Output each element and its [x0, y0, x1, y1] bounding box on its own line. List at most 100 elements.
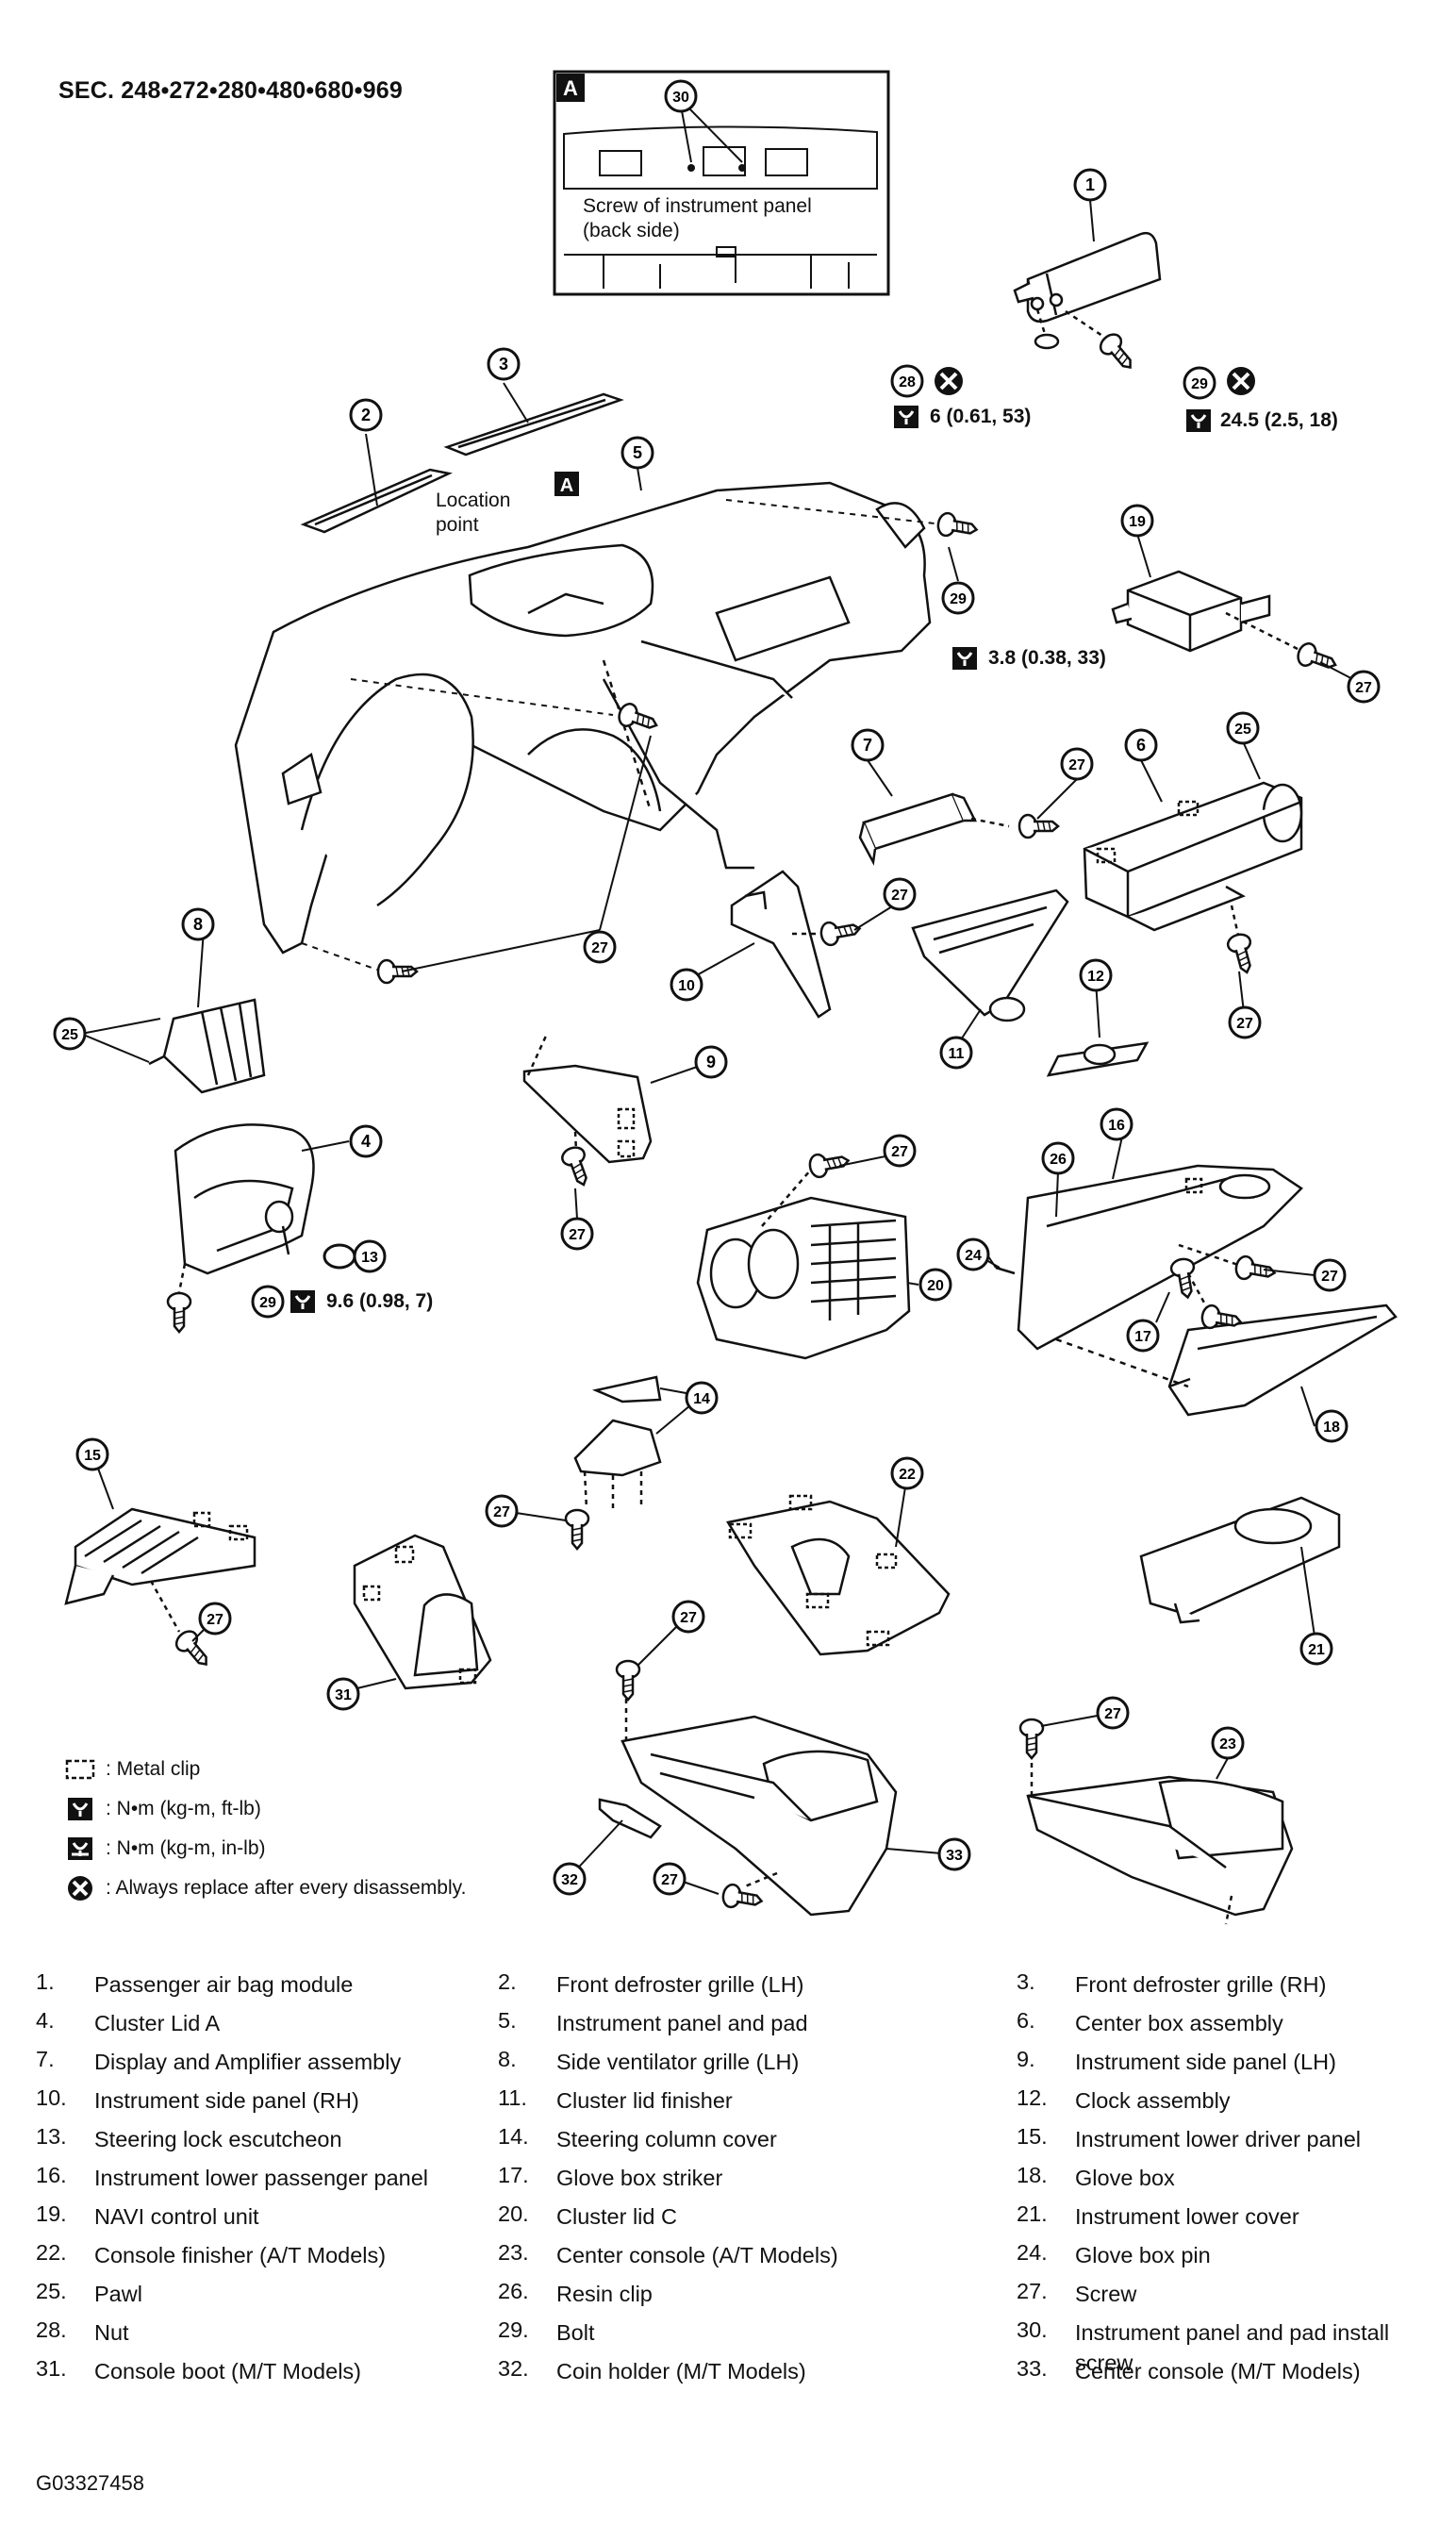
callout-27: 27	[1313, 1258, 1347, 1292]
side-panel-lh-drawing	[522, 1033, 653, 1171]
part-item: 12.Clock assembly	[1017, 2085, 1456, 2116]
svg-text:27: 27	[1355, 680, 1372, 696]
part-number: 4.	[36, 2008, 55, 2033]
callout-33: 33	[937, 1837, 971, 1871]
part-number: 8.	[498, 2047, 517, 2071]
callout-7: 7	[851, 728, 885, 762]
part-item: 9.Instrument side panel (LH)	[1017, 2047, 1456, 2077]
part-number: 30.	[1017, 2317, 1048, 2342]
callout-23: 23	[1211, 1726, 1245, 1760]
part-item: 16.Instrument lower passenger panel	[36, 2163, 490, 2193]
svg-text:9: 9	[706, 1053, 716, 1071]
callout-14: 14	[685, 1381, 719, 1415]
svg-text:27: 27	[680, 1610, 697, 1626]
part-number: 24.	[1017, 2240, 1048, 2265]
svg-text:26: 26	[1050, 1152, 1067, 1168]
callout-27: 27	[583, 930, 617, 964]
svg-text:11: 11	[949, 1046, 965, 1062]
svg-text:30: 30	[672, 90, 689, 106]
part-item: 6.Center box assembly	[1017, 2008, 1456, 2038]
display-amp-drawing	[858, 792, 1010, 866]
part-number: 5.	[498, 2008, 517, 2033]
location-marker-box	[554, 472, 579, 496]
callout-15: 15	[75, 1437, 109, 1471]
part-item: 21.Instrument lower cover	[1017, 2201, 1456, 2232]
callout-27: 27	[1228, 1005, 1262, 1039]
callout-27: 27	[198, 1602, 232, 1636]
callout-16: 16	[1100, 1107, 1133, 1141]
part-label: Passenger air bag module	[94, 1972, 354, 1997]
part-label: Instrument lower passenger panel	[94, 2166, 429, 2190]
part-label: Coin holder (M/T Models)	[556, 2359, 806, 2383]
center-console-mt-drawing	[620, 1698, 898, 1917]
svg-text:27: 27	[1104, 1706, 1121, 1722]
part-item: 7.Display and Amplifier assembly	[36, 2047, 490, 2077]
part-label: NAVI control unit	[94, 2204, 259, 2229]
part-number: 32.	[498, 2356, 529, 2381]
svg-text:27: 27	[661, 1872, 678, 1888]
part-item: 26.Resin clip	[498, 2279, 952, 2309]
part-number: 2.	[498, 1969, 517, 1994]
svg-text:17: 17	[1134, 1329, 1151, 1345]
location-point-label: Location point	[436, 489, 510, 538]
part-label: Bolt	[556, 2320, 595, 2345]
part-number: 23.	[498, 2240, 529, 2265]
part-number: 3.	[1017, 1969, 1035, 1994]
inset-caption-line2: (back side)	[583, 220, 680, 241]
svg-text:18: 18	[1323, 1420, 1340, 1436]
svg-text:19: 19	[1129, 514, 1146, 530]
part-number: 20.	[498, 2201, 529, 2226]
part-label: Console finisher (A/T Models)	[94, 2243, 387, 2267]
callout-18: 18	[1315, 1409, 1348, 1443]
part-label: Instrument panel and pad install screw	[1075, 2320, 1390, 2375]
callout-4: 4	[349, 1124, 383, 1158]
part-item: 8.Side ventilator grille (LH)	[498, 2047, 952, 2077]
callout-17: 17	[1126, 1319, 1160, 1353]
part-label: Front defroster grille (LH)	[556, 1972, 804, 1997]
part-item: 23.Center console (A/T Models)	[498, 2240, 952, 2270]
svg-text:15: 15	[84, 1448, 101, 1464]
section-title: SEC. 248•272•280•480•680•969	[58, 77, 403, 104]
part-label: Instrument lower driver panel	[1075, 2127, 1362, 2151]
part-item: 32. Coin holder (M/T Models)	[498, 2356, 952, 2386]
part-number: 9.	[1017, 2047, 1035, 2071]
callout-25: 25	[53, 1017, 87, 1051]
svg-text:1: 1	[1085, 175, 1095, 194]
callout-5: 5	[620, 436, 654, 470]
svg-text:23: 23	[1219, 1736, 1236, 1752]
callout-27: 27	[1060, 747, 1094, 781]
callout-24: 24	[956, 1237, 990, 1271]
part-item: 30. Instrument panel and pad install scre…	[1017, 2317, 1452, 2378]
center-console-at-drawing	[1026, 1745, 1294, 1925]
svg-text:28: 28	[899, 374, 916, 390]
torque-in-lb-icon	[68, 1837, 92, 1860]
part-item: 25.Pawl	[36, 2279, 490, 2309]
part-label: Cluster lid C	[556, 2204, 677, 2229]
callout-9: 9	[694, 1045, 728, 1079]
part-item: 4.Cluster Lid A	[36, 2008, 490, 2038]
cluster-lid-a-drawing	[174, 1123, 315, 1293]
inset-letter: A	[563, 76, 578, 100]
svg-text:13: 13	[361, 1250, 378, 1266]
glove-box-assembly-drawing	[995, 1164, 1398, 1417]
part-number: 12.	[1017, 2085, 1048, 2110]
part-label: Screw	[1075, 2282, 1137, 2306]
part-label: Center box assembly	[1075, 2011, 1283, 2035]
legend-replace: : Always replace after every disassembly…	[64, 1873, 466, 1903]
svg-text:31: 31	[335, 1687, 352, 1703]
callout-19: 19	[1120, 504, 1154, 538]
callout-26: 26	[1041, 1141, 1075, 1175]
svg-text:29: 29	[259, 1295, 276, 1311]
svg-text:27: 27	[591, 940, 608, 956]
part-item: 1.Passenger air bag module	[36, 1969, 490, 2000]
svg-text:4: 4	[361, 1132, 371, 1151]
part-item: 15.Instrument lower driver panel	[1017, 2124, 1456, 2154]
part-label: Console boot (M/T Models)	[94, 2359, 361, 2383]
replace-icon	[935, 367, 1255, 395]
svg-text:6: 6	[1136, 736, 1146, 755]
callout-27: 27	[1096, 1696, 1130, 1730]
callout-27: 27	[671, 1600, 705, 1634]
part-label: Glove box	[1075, 2166, 1175, 2190]
callout-31: 31	[326, 1677, 360, 1711]
part-number: 7.	[36, 2047, 55, 2071]
